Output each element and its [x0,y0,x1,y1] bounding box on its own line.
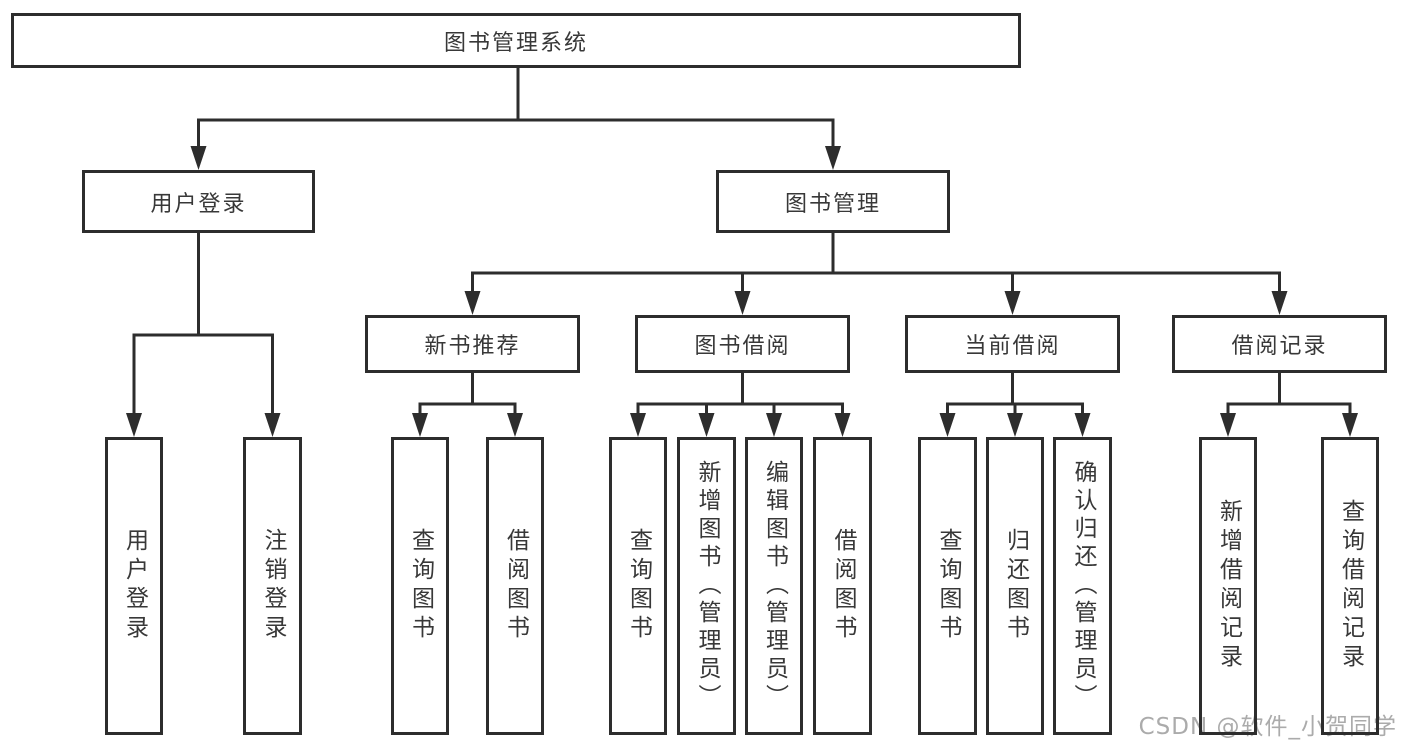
node-root-label: 图书管理系统 [443,30,588,56]
leaf-logout-label: 注销登录 [260,528,286,644]
leaf-user-login: 用户登录 [105,437,163,735]
leaf-query-borrow-record-label: 查询借阅记录 [1337,499,1364,673]
leaf-query-book-borrow-label: 查询图书 [625,528,652,644]
leaf-query-borrow-record: 查询借阅记录 [1321,437,1379,735]
leaf-add-borrow-record: 新增借阅记录 [1199,437,1257,735]
leaf-confirm-return-admin-label: 确认归还（管理员） [1070,460,1096,712]
node-book-management-label: 图书管理 [784,191,881,217]
leaf-query-book-current: 查询图书 [918,437,977,735]
node-book-management: 图书管理 [716,170,950,233]
leaf-user-login-label: 用户登录 [121,528,148,644]
leaf-borrow-book-recommend: 借阅图书 [486,437,544,735]
leaf-return-book: 归还图书 [986,437,1044,735]
leaf-edit-book-admin-label: 编辑图书（管理员） [761,460,788,712]
node-book-borrowing-label: 图书借阅 [694,334,791,359]
leaf-query-book-borrow: 查询图书 [609,437,667,735]
node-root-library-system: 图书管理系统 [11,13,1021,68]
leaf-borrow-book: 借阅图书 [813,437,872,735]
node-borrowing-records: 借阅记录 [1172,315,1387,373]
leaf-borrow-book-recommend-label: 借阅图书 [502,528,529,644]
node-new-book-recommend-label: 新书推荐 [424,334,521,359]
leaf-add-book-admin-label: 新增图书（管理员） [694,460,720,712]
node-user-login-label: 用户登录 [150,191,247,217]
leaf-add-book-admin: 新增图书（管理员） [677,437,736,735]
leaf-logout: 注销登录 [243,437,302,735]
leaf-add-borrow-record-label: 新增借阅记录 [1215,499,1242,673]
node-book-borrowing: 图书借阅 [635,315,850,373]
leaf-borrow-book-label: 借阅图书 [830,528,856,644]
arrowheads [126,146,1358,437]
csdn-watermark: CSDN @软件_小贺同学 [1138,714,1397,740]
node-current-borrowing-label: 当前借阅 [964,334,1061,359]
leaf-query-book-recommend-label: 查询图书 [407,528,434,644]
leaf-return-book-label: 归还图书 [1002,528,1029,644]
leaf-confirm-return-admin: 确认归还（管理员） [1053,437,1112,735]
leaf-query-book-current-label: 查询图书 [935,528,961,644]
node-current-borrowing: 当前借阅 [905,315,1120,373]
node-user-login: 用户登录 [82,170,315,233]
leaf-query-book-recommend: 查询图书 [391,437,449,735]
node-new-book-recommend: 新书推荐 [365,315,580,373]
node-borrowing-records-label: 借阅记录 [1231,334,1328,359]
leaf-edit-book-admin: 编辑图书（管理员） [745,437,803,735]
